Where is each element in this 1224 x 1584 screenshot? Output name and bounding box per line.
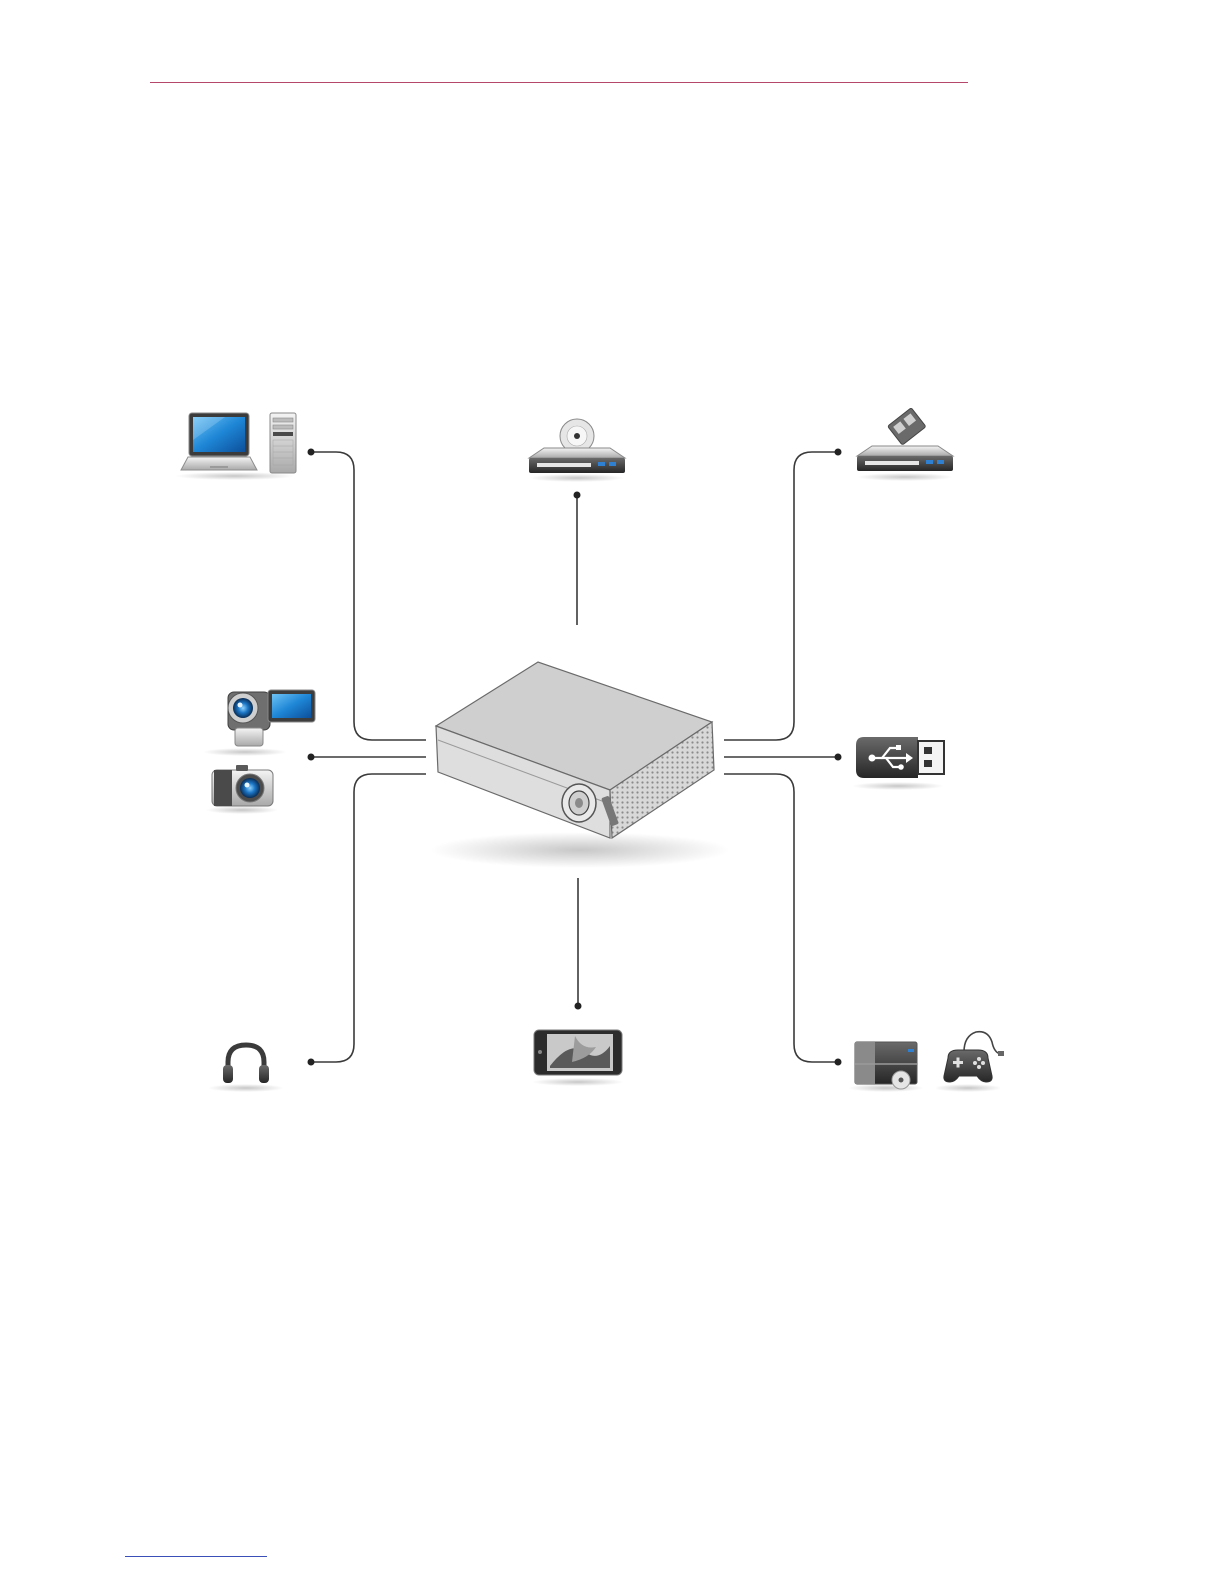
wire-pc [311,452,426,740]
footer-rule [125,1556,267,1557]
wire-set-top-box-endpoint [835,449,842,456]
consoles-node [848,1032,1004,1092]
wire-headphones [311,774,426,1062]
smartphone-icon [534,1030,622,1075]
desktop-tower-icon [270,413,296,473]
projector-icon [430,662,730,868]
dvd-player-node [529,419,625,482]
wire-cameras-endpoint [308,754,315,761]
headphones-icon [223,1045,269,1083]
usb-node [852,737,944,790]
set-top-box-icon [857,408,953,471]
camcorder-icon [228,690,315,746]
mobile-node [532,1030,624,1086]
wire-dvd-player-endpoint [574,492,581,499]
cameras-node [203,690,315,814]
digital-camera-icon [212,765,273,806]
dvd-player-icon [529,419,625,473]
set-top-box-node [857,408,953,481]
wire-consoles [724,774,838,1062]
wire-mobile-endpoint [575,1003,582,1010]
wire-headphones-endpoint [308,1059,315,1066]
usb-drive-icon [856,737,944,778]
game-console-icon [855,1042,917,1089]
wire-usb-endpoint [835,754,842,761]
wire-set-top-box [724,452,838,740]
laptop-icon [181,413,257,470]
headphones-node [208,1045,284,1092]
pc-node [175,413,296,480]
wire-pc-endpoint [308,449,315,456]
wire-consoles-endpoint [835,1059,842,1066]
gamepad-icon [944,1032,1004,1082]
